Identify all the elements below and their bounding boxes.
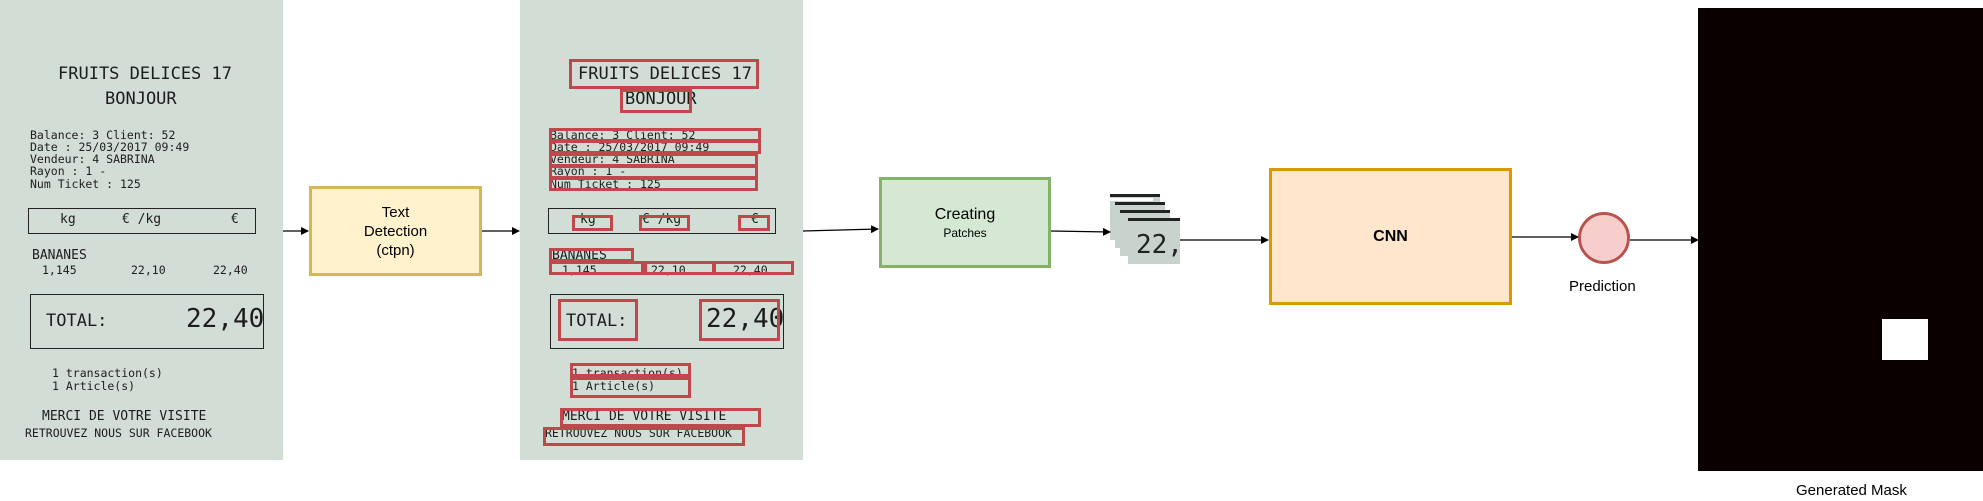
receipt-greeting: BONJOUR xyxy=(625,89,697,109)
total-box xyxy=(30,294,264,349)
item-name: BANANES xyxy=(32,248,87,263)
receipt-greeting: BONJOUR xyxy=(105,89,177,109)
col-euro: € xyxy=(231,212,239,227)
creating-patches-box: Creating Patches xyxy=(879,177,1051,268)
detection-box xyxy=(543,427,745,446)
articles-line: 1 Article(s) xyxy=(572,379,656,393)
item-price: 22,10 xyxy=(131,263,166,277)
prediction-node xyxy=(1578,212,1630,264)
column-header-box xyxy=(548,208,776,234)
detection-box xyxy=(738,215,770,231)
generated-mask-image xyxy=(1698,8,1983,471)
receipt-date-line: Date : 25/03/2017 09:49 xyxy=(550,140,710,154)
generated-mask-label: Generated Mask xyxy=(1796,482,1907,499)
detection-box xyxy=(712,261,794,275)
detection-box xyxy=(639,215,690,231)
detection-box xyxy=(558,299,638,341)
receipt-ticket-line: Num Ticket : 125 xyxy=(30,177,141,191)
detection-box xyxy=(549,248,634,262)
detection-box xyxy=(570,377,691,398)
articles-line: 1 Article(s) xyxy=(52,379,136,393)
cnn-box: CNN xyxy=(1269,168,1512,305)
col-euro-kg: € /kg xyxy=(122,212,162,227)
detection-box xyxy=(549,140,761,154)
receipt-ticket-line: Num Ticket : 125 xyxy=(550,177,661,191)
total-value: 22,40 xyxy=(706,304,785,334)
detection-box xyxy=(572,215,613,231)
receipt-balance-line: Balance: 3 Client: 52 xyxy=(30,128,176,142)
patch-gap xyxy=(1103,198,1153,202)
detection-box xyxy=(560,408,761,427)
patch-image-front xyxy=(1128,218,1180,264)
mask-text-region xyxy=(1882,319,1928,360)
arrow-receipt-to-patches xyxy=(802,225,879,234)
receipt-balance-line: Balance: 3 Client: 52 xyxy=(550,128,696,142)
detection-box xyxy=(549,177,758,191)
detection-box xyxy=(570,363,691,377)
cnn-label: CNN xyxy=(1373,227,1408,245)
receipt-rayon-line: Rayon : 1 - xyxy=(30,164,107,178)
detection-box xyxy=(569,59,759,89)
text-detection-line-3: (ctpn) xyxy=(376,241,415,259)
receipt-vendeur-line: Vendeur: 4 SABRINA xyxy=(30,152,155,166)
detection-box xyxy=(620,89,692,113)
facebook-line: RETROUVEZ NOUS SUR FACEBOOK xyxy=(25,426,212,440)
prediction-label: Prediction xyxy=(1569,278,1636,295)
detection-box xyxy=(549,261,644,275)
transactions-line: 1 transaction(s) xyxy=(52,366,163,380)
patches-label: Patches xyxy=(943,225,987,240)
total-label: TOTAL: xyxy=(566,311,628,331)
original-receipt: FRUITS DELICES 17 BONJOUR Balance: 3 Cli… xyxy=(0,0,283,460)
text-detection-line-2: Detection xyxy=(363,222,428,240)
total-value: 22,40 xyxy=(186,304,265,334)
total-label: TOTAL: xyxy=(46,311,108,331)
receipt-title: FRUITS DELICES 17 xyxy=(578,64,752,84)
patch-sample-text: 22, xyxy=(1136,230,1183,260)
col-kg: kg xyxy=(60,212,76,227)
column-header-box xyxy=(28,208,256,234)
receipt-date-line: Date : 25/03/2017 09:49 xyxy=(30,140,190,154)
receipt-title: FRUITS DELICES 17 xyxy=(58,64,232,84)
text-detection-line-1: Text xyxy=(381,203,410,221)
detection-box xyxy=(699,299,780,341)
creating-label: Creating xyxy=(934,205,996,223)
item-qty: 1,145 xyxy=(42,263,77,277)
col-euro: € xyxy=(751,212,759,227)
detected-receipt: FRUITS DELICES 17 BONJOUR Balance: 3 Cli… xyxy=(520,0,803,460)
total-box xyxy=(550,294,784,349)
arrow-patches-to-stack xyxy=(1050,227,1111,236)
item-total: 22,40 xyxy=(213,263,248,277)
merci-line: MERCI DE VOTRE VISITE xyxy=(562,409,727,424)
text-detection-box: Text Detection (ctpn) xyxy=(309,186,482,276)
merci-line: MERCI DE VOTRE VISITE xyxy=(42,409,207,424)
